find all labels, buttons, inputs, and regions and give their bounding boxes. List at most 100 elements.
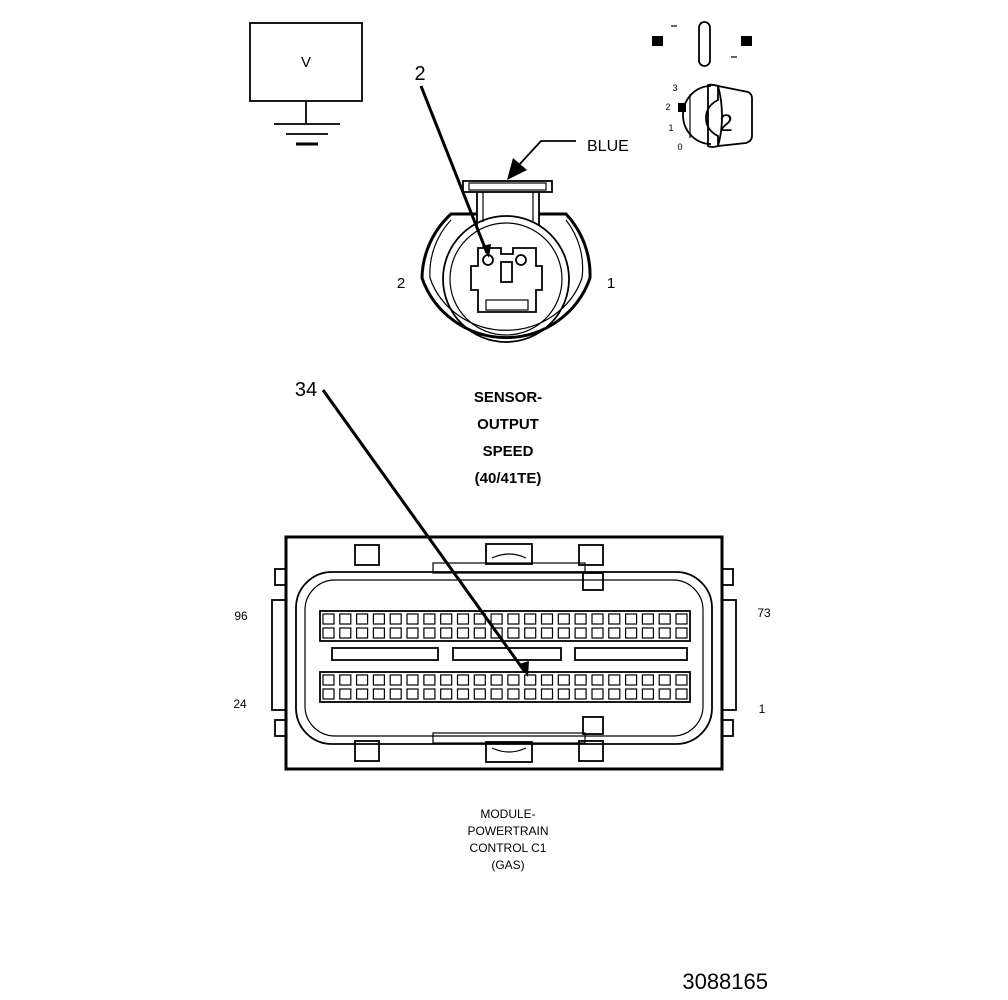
pcm-label-24: 24 [233, 697, 247, 711]
pcm-title: MODULE- POWERTRAIN CONTROL C1 (GAS) [467, 807, 548, 872]
sensor-callout-number: 2 [414, 63, 425, 85]
wire-color-label: BLUE [587, 138, 629, 155]
pcm-pin-cavity [591, 688, 604, 700]
pcm-pin-row-lower-a [322, 674, 688, 686]
pcm-pin-cavity [406, 674, 419, 686]
pcm-pin-cavity [372, 627, 385, 639]
pcm-pin-cavity [608, 613, 621, 625]
pcm-top-latch [485, 543, 533, 565]
pcm-pin-cavity [322, 627, 335, 639]
sensor-title: SENSOR- OUTPUT SPEED (40/41TE) [474, 389, 542, 487]
pcm-pin-cavity [608, 688, 621, 700]
selector-knob-icon [678, 83, 753, 148]
pcm-pin-cavity [389, 688, 402, 700]
pcm-pin-cavity [339, 613, 352, 625]
pcm-pin-cavity [456, 688, 470, 700]
pcm-title-line-4: (GAS) [491, 858, 524, 872]
pcm-pin-row-lower-b [322, 688, 688, 700]
pcm-pin-cavity [658, 627, 671, 639]
pcm-pin-cavity [675, 688, 688, 700]
pcm-title-line-2: POWERTRAIN [467, 824, 548, 838]
sensor-title-line-4: (40/41TE) [475, 470, 542, 487]
pcm-title-line-3: CONTROL C1 [470, 841, 547, 855]
pcm-pin-cavity [591, 613, 604, 625]
position-3: 3 [672, 83, 677, 93]
pcm-pin-cavity [641, 627, 655, 639]
pcm-pin-cavity [339, 688, 352, 700]
sensor-connector [420, 180, 592, 343]
pcm-pin-cavity [540, 613, 554, 625]
pcm-pin-cavity [641, 674, 655, 686]
pcm-pin-cavity [591, 627, 604, 639]
connector-outer-body [420, 212, 592, 340]
pcm-pin-cavity [339, 627, 352, 639]
pcm-pin-cavity [423, 674, 436, 686]
pcm-pin-row-upper-a [322, 613, 688, 625]
switch-contact-left [652, 36, 663, 46]
pcm-pin-cavity [356, 674, 369, 686]
pcm-pin-cavity [440, 627, 453, 639]
pcm-pin-cavity [540, 674, 554, 686]
pcm-pin-cavity [507, 627, 520, 639]
pcm-pin-cavity [322, 688, 335, 700]
pcm-pin-cavity [356, 688, 369, 700]
pcm-pin-cavity [456, 627, 470, 639]
pcm-pin-cavity [574, 674, 587, 686]
sensor-cavity-2-label: 2 [397, 275, 405, 292]
pcm-middle-slots [331, 647, 688, 661]
pcm-pin-cavity [456, 613, 470, 625]
pcm-pin-cavity [440, 674, 453, 686]
pcm-upper-pin-block [319, 610, 691, 642]
pcm-pin-cavity [524, 627, 537, 639]
pcm-title-line-1: MODULE- [480, 807, 535, 821]
pcm-pin-row-upper-b [322, 627, 688, 639]
pcm-pin-cavity [356, 627, 369, 639]
figure-number: 3088165 [682, 969, 768, 994]
voltmeter-symbol: V [249, 22, 363, 146]
pcm-pin-cavity [473, 674, 486, 686]
cavity-2-terminal [482, 254, 494, 266]
pcm-pin-cavity [624, 674, 638, 686]
switch-slot [698, 21, 711, 67]
pcm-pin-cavity [440, 688, 453, 700]
pcm-pin-cavity [624, 688, 638, 700]
pcm-seal-inner [304, 579, 704, 737]
pcm-pin-cavity [389, 627, 402, 639]
position-1: 1 [668, 123, 673, 133]
pcm-pin-cavity [557, 688, 570, 700]
sensor-title-line-2: OUTPUT [477, 416, 539, 433]
pcm-pin-cavity [524, 674, 537, 686]
pcm-pin-cavity [389, 613, 402, 625]
pcm-pin-cavity [490, 627, 503, 639]
center-key [500, 261, 513, 283]
selector-knob-label: 2 [719, 110, 732, 137]
pcm-pin-cavity [322, 613, 335, 625]
connector-face-ring [442, 215, 570, 343]
wire-color-leader [517, 140, 576, 167]
pcm-pin-cavity [574, 688, 587, 700]
sensor-cavity-1-label: 1 [607, 275, 615, 292]
pcm-pin-cavity [423, 688, 436, 700]
pcm-pin-cavity [507, 613, 520, 625]
pcm-pin-cavity [675, 613, 688, 625]
pcm-pin-cavity [406, 688, 419, 700]
selector-switch: 3 2 1 0 2 [652, 21, 753, 152]
pcm-pin-cavity [624, 627, 638, 639]
pcm-pin-cavity [608, 674, 621, 686]
pcm-pin-cavity [574, 613, 587, 625]
pcm-pin-cavity [490, 674, 503, 686]
pcm-pin-cavity [339, 674, 352, 686]
voltmeter-label: V [301, 54, 311, 71]
switch-contact-right [741, 36, 752, 46]
pcm-pin-cavity [675, 627, 688, 639]
pcm-pin-cavity [322, 674, 335, 686]
terminal-housing [470, 247, 543, 313]
pcm-pin-cavity [372, 613, 385, 625]
pcm-pin-cavity [540, 688, 554, 700]
pcm-lower-pin-block [319, 671, 691, 703]
pcm-pin-cavity [557, 613, 570, 625]
sensor-callout-leader [419, 85, 489, 254]
pcm-pin-cavity [641, 688, 655, 700]
pcm-pin-cavity [624, 613, 638, 625]
